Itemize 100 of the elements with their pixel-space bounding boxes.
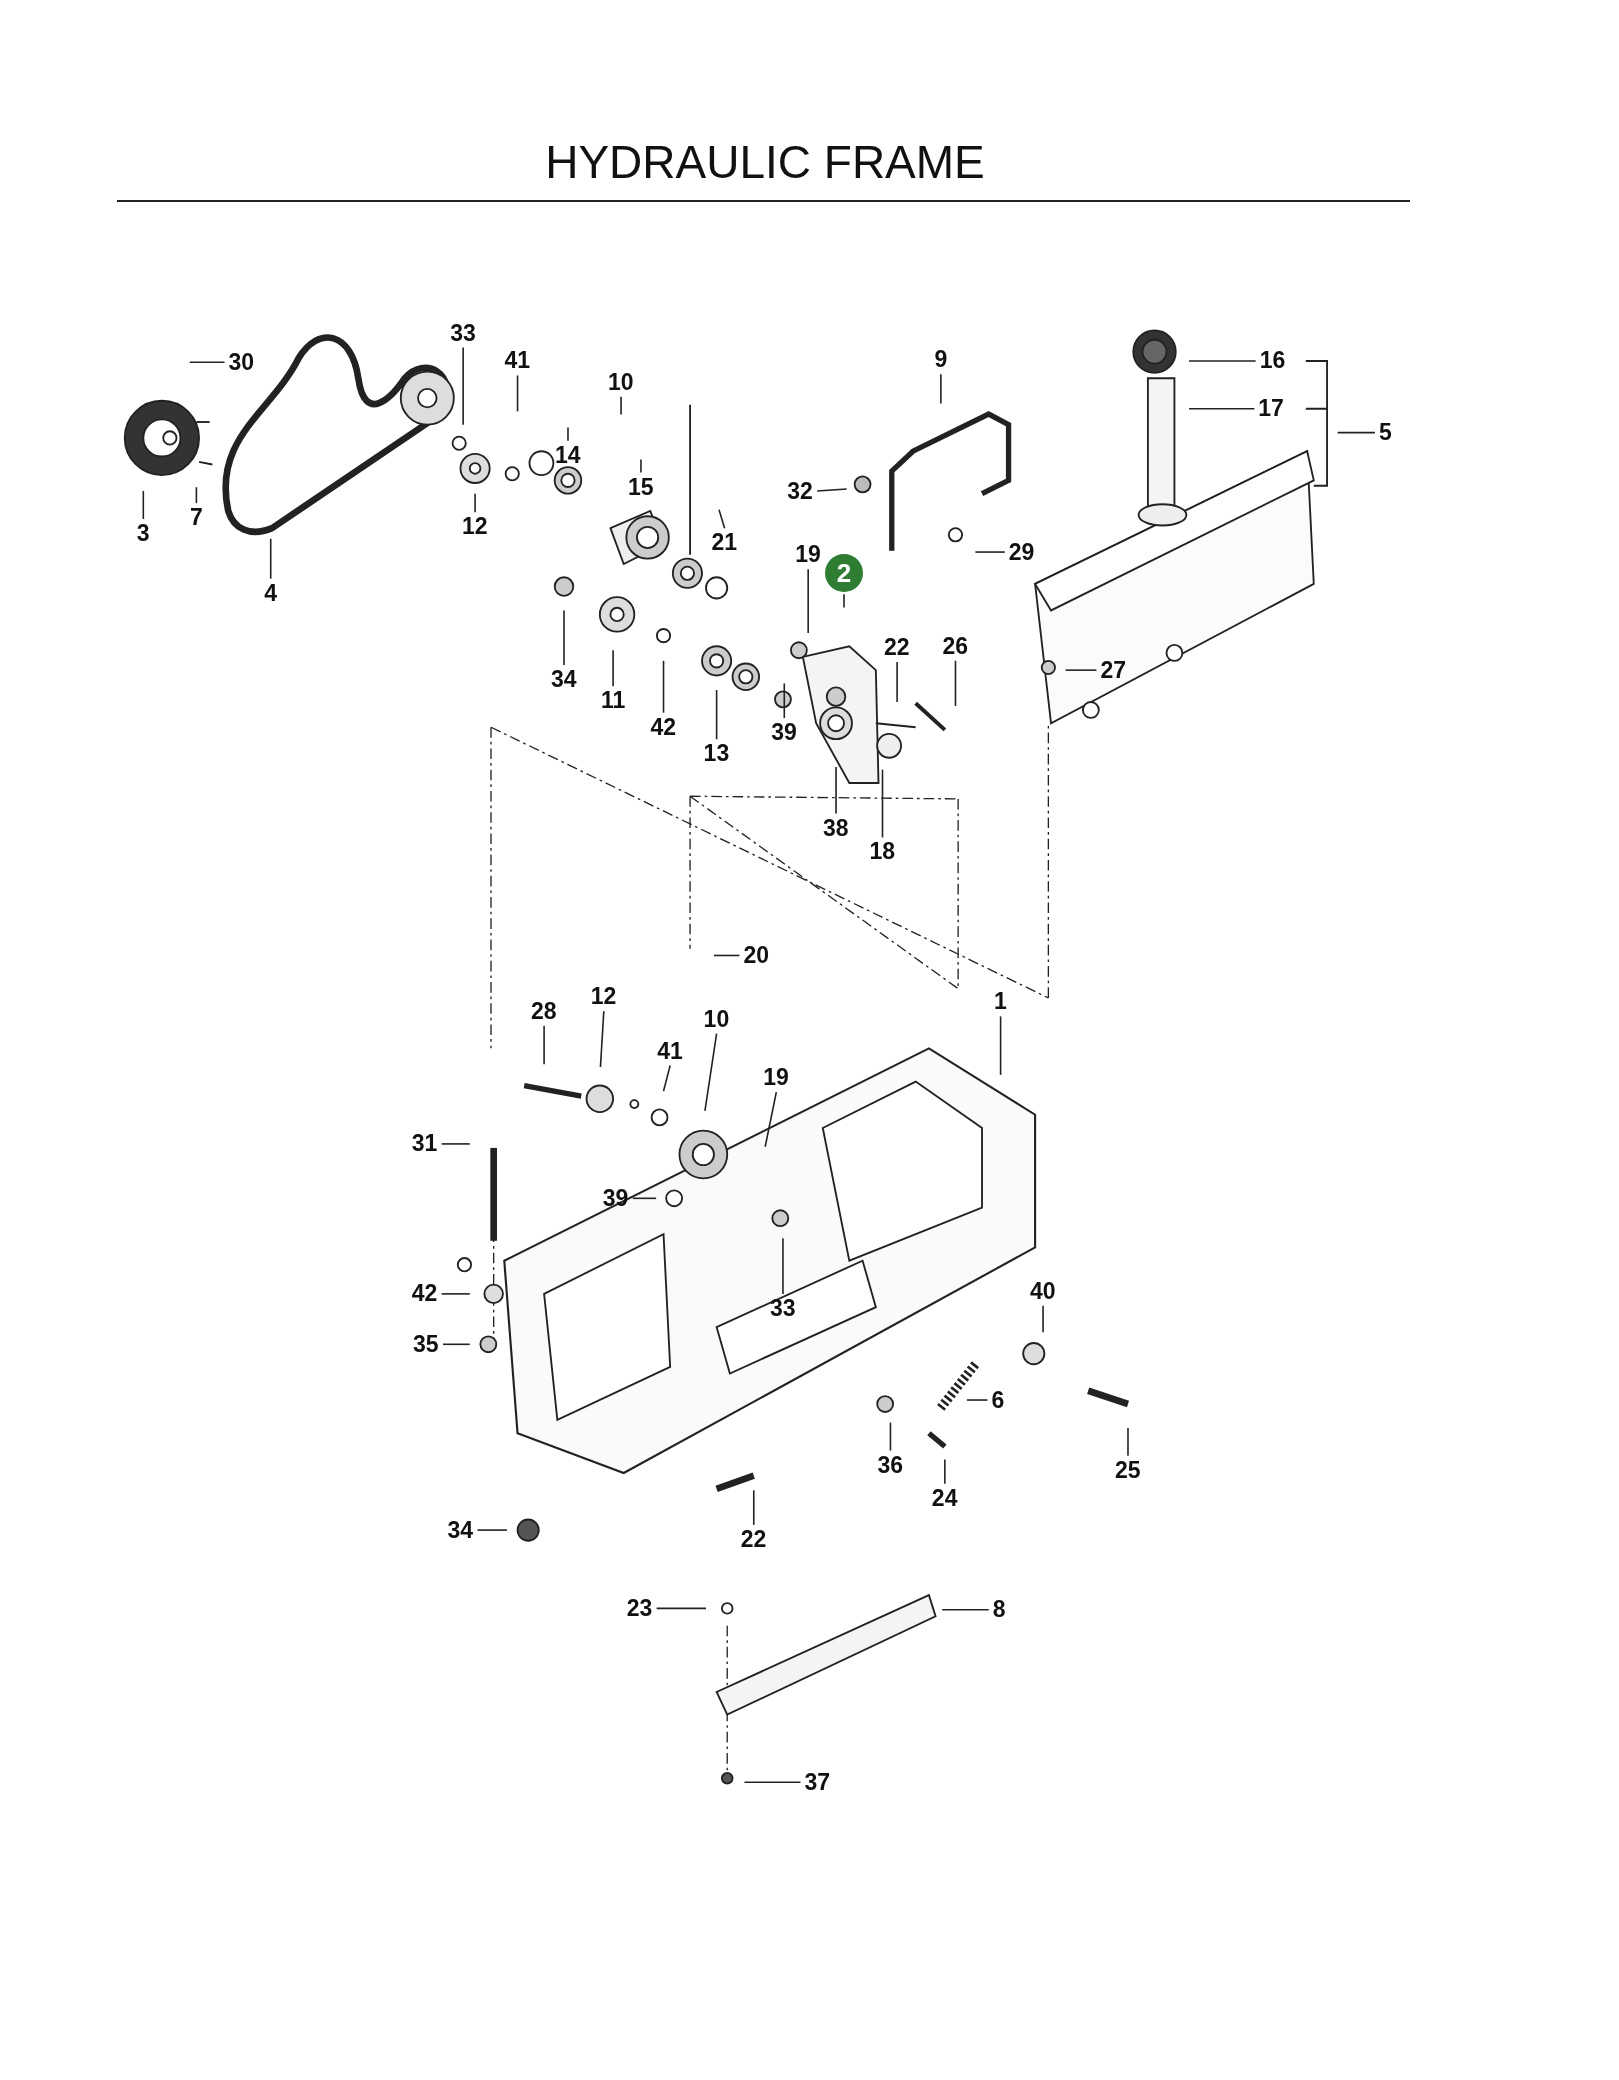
callout-number: 17 <box>1256 396 1286 422</box>
callout-number: 33 <box>448 320 478 346</box>
page-title: HYDRAULIC FRAME <box>544 135 986 189</box>
leader-line <box>188 361 226 364</box>
callout-number: 20 <box>741 942 771 968</box>
leader-line <box>715 689 718 741</box>
callout-number: 6 <box>989 1387 1007 1413</box>
callout-number: 22 <box>882 635 912 661</box>
leader-line <box>889 1421 892 1452</box>
leader-line <box>476 1529 508 1531</box>
leader-line <box>516 374 519 413</box>
callout-number: 23 <box>624 1595 655 1621</box>
leader-line <box>966 1399 989 1401</box>
callout-number: 14 <box>552 442 583 468</box>
callout-number: 9 <box>932 347 950 373</box>
callout-number: 1 <box>992 989 1009 1015</box>
leader-line <box>752 1489 755 1526</box>
callout-number: 3 <box>134 520 152 546</box>
callout-number: 11 <box>599 688 628 714</box>
leader-line <box>896 661 898 703</box>
callout-number: 37 <box>802 1769 833 1795</box>
callout-number: 19 <box>761 1065 791 1091</box>
callout-number: 10 <box>606 369 636 395</box>
callout-number: 28 <box>529 998 559 1024</box>
leader-line <box>974 551 1006 553</box>
callout-number: 42 <box>648 714 679 740</box>
callout-number: 25 <box>1113 1457 1143 1483</box>
callout-number: 22 <box>738 1526 769 1552</box>
callout-number: 19 <box>793 542 823 568</box>
leader-line <box>954 659 957 707</box>
leader-line <box>783 682 786 719</box>
leader-line <box>440 1293 471 1295</box>
leader-line <box>1188 407 1256 410</box>
callout-number: 5 <box>1376 420 1394 446</box>
leader-line <box>816 488 848 492</box>
leader-line <box>662 1064 671 1092</box>
leader-line <box>1188 360 1257 362</box>
callout-number: 36 <box>875 1452 906 1478</box>
callout-number: 34 <box>445 1517 476 1543</box>
leader-line <box>631 1197 657 1200</box>
callout-number: 26 <box>940 633 971 659</box>
callout-number: 34 <box>549 666 579 692</box>
callout-number: 15 <box>625 474 656 500</box>
leader-line <box>881 768 884 839</box>
callout-number: 39 <box>600 1185 631 1211</box>
leader-line <box>782 1237 784 1295</box>
leader-line <box>563 609 565 666</box>
callout-number: 35 <box>410 1331 441 1357</box>
leader-line <box>999 1015 1002 1076</box>
leader-line <box>269 538 272 580</box>
callout-number: 24 <box>929 1485 960 1511</box>
leader-line <box>440 1143 471 1145</box>
callout-number: 18 <box>867 839 898 865</box>
leader-line <box>1042 1304 1044 1334</box>
leader-line <box>655 1607 707 1610</box>
callout-number: 38 <box>821 815 851 841</box>
callout-number: 30 <box>226 349 257 375</box>
leader-line <box>662 660 665 714</box>
callout-number: 39 <box>769 720 799 745</box>
callout-number: 40 <box>1028 1278 1058 1304</box>
callout-number: 16 <box>1257 348 1288 374</box>
leader-line <box>1336 431 1376 434</box>
leader-line <box>843 593 845 609</box>
leader-line <box>599 1010 605 1068</box>
leader-line <box>718 508 726 530</box>
leader-line <box>640 458 642 474</box>
callout-number: 21 <box>709 530 740 556</box>
leader-line <box>1064 669 1098 671</box>
leader-line <box>543 1024 545 1066</box>
leader-line <box>835 766 837 815</box>
callout-number: 29 <box>1006 539 1037 565</box>
callout-number: 10 <box>701 1006 732 1032</box>
leader-line <box>462 346 464 426</box>
leader-line <box>941 1608 990 1611</box>
leader-line <box>944 1458 946 1485</box>
callout-number: 13 <box>701 741 732 767</box>
leader-line <box>704 1032 718 1112</box>
leader-line <box>807 568 809 634</box>
callout-number: 32 <box>785 478 815 504</box>
callout-badge: 2 <box>825 554 863 593</box>
callout-number: 33 <box>767 1295 798 1321</box>
callout-number: 31 <box>409 1131 440 1157</box>
callout-number: 41 <box>655 1038 685 1064</box>
callout-number: 7 <box>187 505 205 531</box>
leader-line <box>195 486 198 504</box>
callout-number: 12 <box>588 984 619 1010</box>
callout-number: 41 <box>502 348 533 374</box>
leader-line <box>940 373 942 405</box>
leader-line <box>620 395 622 416</box>
callout-number: 8 <box>990 1597 1008 1623</box>
leader-line <box>713 954 741 957</box>
leader-line <box>142 490 145 520</box>
leader-line <box>442 1343 471 1346</box>
leader-line <box>764 1091 778 1148</box>
leader-line <box>1127 1427 1129 1457</box>
leader-line <box>612 649 614 687</box>
callout-number: 27 <box>1098 657 1128 683</box>
callout-number: 12 <box>460 514 490 540</box>
callout-number: 4 <box>262 580 279 606</box>
leader-line <box>474 492 476 514</box>
